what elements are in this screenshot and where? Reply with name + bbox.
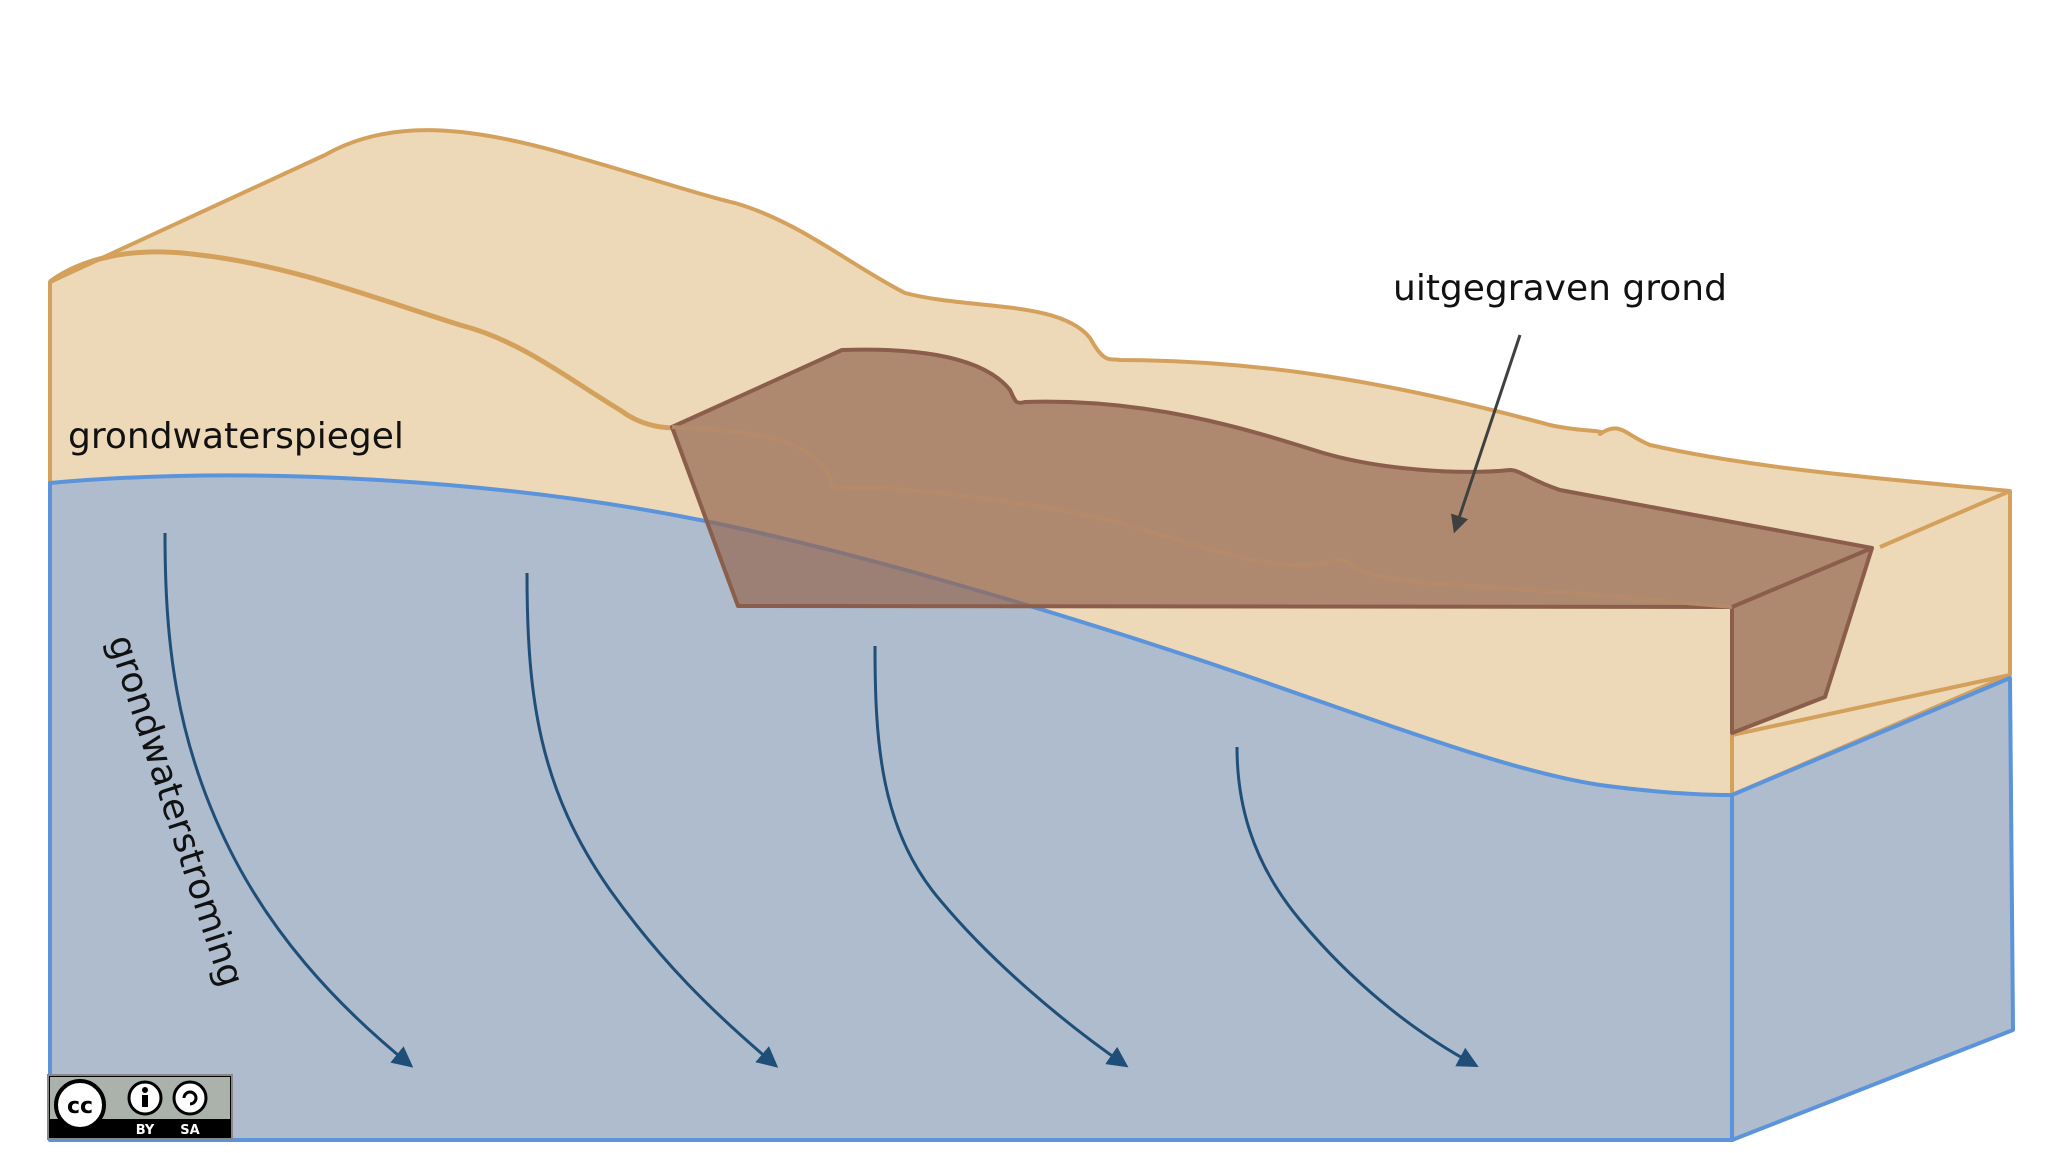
soil-layer-line [48, 249, 676, 431]
sa-label: SA [180, 1123, 199, 1138]
flow-arrow-1 [163, 532, 414, 1068]
groundwater-body [48, 473, 2015, 1142]
cc-icon [54, 1079, 106, 1131]
flow-arrow-4 [1235, 746, 1479, 1067]
excavated-soil-block [670, 347, 1874, 735]
flow-arrow-2 [525, 572, 779, 1068]
excavation-front-edge [1731, 546, 1873, 609]
cc-by-sa-badge: cc BY SA [47, 1074, 233, 1140]
excavated-soil-label: uitgegraven grond [1393, 268, 1727, 309]
svg-text:cc: cc [67, 1094, 93, 1119]
excavation-annotation-arrow [1451, 334, 1522, 534]
by-label: BY [136, 1123, 155, 1138]
water-table-label: grondwaterspiegel [68, 416, 404, 457]
flow-arrow-3 [873, 645, 1129, 1068]
sa-share-alike-icon [172, 1080, 208, 1116]
excavation-inner-contour [671, 425, 1733, 609]
soil-right-edge [1730, 489, 2011, 795]
